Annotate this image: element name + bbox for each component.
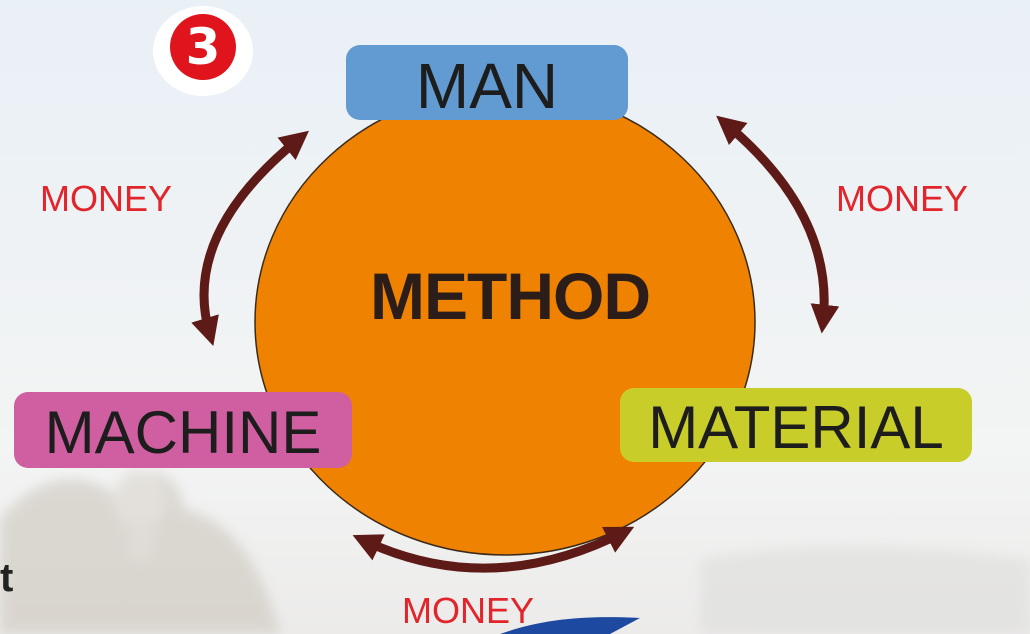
edge-text-fragment: t (0, 556, 14, 600)
machine-node: MACHINE (14, 392, 352, 468)
material-node: MATERIAL (620, 388, 972, 462)
money-arrow-bottom (352, 526, 635, 573)
step-number: 3 (170, 14, 236, 80)
step-badge: 3 (153, 6, 253, 96)
money-label-right: MONEY (836, 178, 969, 219)
background-scenery (0, 470, 1030, 634)
corner-swoosh (500, 617, 640, 634)
money-arrow-left (191, 130, 309, 347)
money-label-bottom: MONEY (402, 590, 535, 631)
money-arrow-right (716, 115, 840, 334)
man-node: MAN (346, 45, 628, 122)
money-label-left: MONEY (40, 178, 173, 219)
method-label: METHOD (370, 259, 651, 333)
